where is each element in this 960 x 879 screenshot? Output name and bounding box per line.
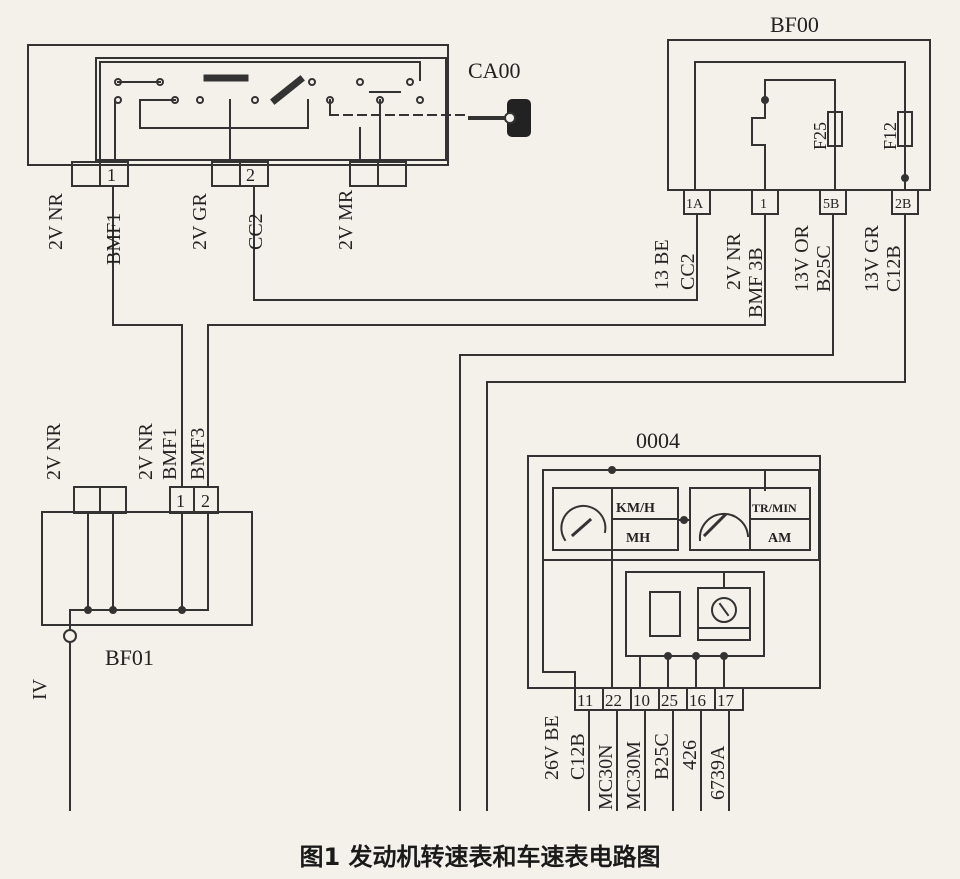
bf00-pin-5b: 5B: [823, 197, 839, 212]
cluster-connector-gauge: 26V BE: [541, 715, 563, 780]
ca00-wire-name-2: CC2: [245, 213, 267, 250]
fuse-box-bf00: [667, 39, 931, 215]
bf00-wire-name-1a: CC2: [677, 253, 699, 290]
cluster-wire-11: C12B: [567, 733, 589, 780]
ca00-wire-name-1: BMF1: [103, 213, 125, 265]
cluster-pin-16: 16: [689, 691, 706, 710]
harness-wires: [112, 185, 906, 811]
ignition-key-icon: [468, 99, 531, 137]
bf00-pin-1: 1: [760, 197, 767, 212]
bf01-pin-1: 1: [176, 491, 185, 511]
bf01-wire-gauge-1: 2V NR: [135, 422, 157, 480]
ca00-pin-2: 2: [246, 165, 255, 185]
ca00-wire-gauge-2: 2V GR: [189, 192, 211, 250]
bf00-wire-name-2b: C12B: [883, 245, 905, 292]
cluster-code: 0004: [636, 428, 680, 453]
bf00-wire-gauge-2b: 13V GR: [861, 224, 883, 292]
bf01-pin-2: 2: [201, 491, 210, 511]
ground-label: IV: [29, 678, 51, 700]
bf01-wire-name-2: BMF3: [187, 428, 209, 480]
cluster-pin-22: 22: [605, 691, 622, 710]
cluster-pin-25: 25: [661, 691, 678, 710]
ca00-code: CA00: [468, 58, 521, 83]
cluster-wire-25: B25C: [651, 733, 673, 780]
bf00-wire-gauge-5b: 13V OR: [791, 224, 813, 292]
fuse-f25: F25: [810, 122, 830, 150]
speedometer-unit-top: KM/H: [616, 501, 655, 516]
cluster-wire-22: MC30N: [595, 744, 617, 810]
bf00-code: BF00: [770, 12, 819, 37]
bf01-code: BF01: [105, 645, 154, 670]
figure-caption: 图1 发动机转速表和车速表电路图: [299, 843, 660, 871]
cluster-pin-17: 17: [717, 691, 735, 710]
tachometer-unit-top: TR/MIN: [752, 501, 797, 515]
bf00-wire-gauge-1: 2V NR: [723, 232, 745, 290]
speedometer-unit-bottom: MH: [626, 531, 650, 546]
fuse-f12: F12: [880, 122, 900, 150]
cluster-wire-16: 426: [679, 740, 701, 770]
cluster-pin-10: 10: [633, 691, 650, 710]
cluster-wire-10: MC30M: [623, 741, 645, 810]
tachometer-unit-bottom: AM: [768, 531, 791, 546]
instrument-cluster: [527, 455, 821, 811]
bf01-wire-name-1: BMF1: [159, 428, 181, 480]
bf00-wire-gauge-1a: 13 BE: [651, 239, 673, 290]
fuse-box-bf01: [41, 486, 253, 811]
bf00-pin-1a: 1A: [686, 197, 704, 212]
ca00-pin-1: 1: [107, 165, 116, 185]
bf00-pin-2b: 2B: [895, 197, 911, 212]
cluster-wire-17: 6739A: [707, 745, 729, 800]
bf00-wire-name-1: BMF 3B: [745, 247, 767, 318]
cluster-pin-11: 11: [577, 691, 593, 710]
ca00-wire-gauge-3: 2V MR: [335, 189, 357, 250]
bf00-wire-name-5b: B25C: [813, 245, 835, 292]
ca00-wire-gauge-1: 2V NR: [45, 192, 67, 250]
bf01-wire-gauge-left: 2V NR: [43, 422, 65, 480]
